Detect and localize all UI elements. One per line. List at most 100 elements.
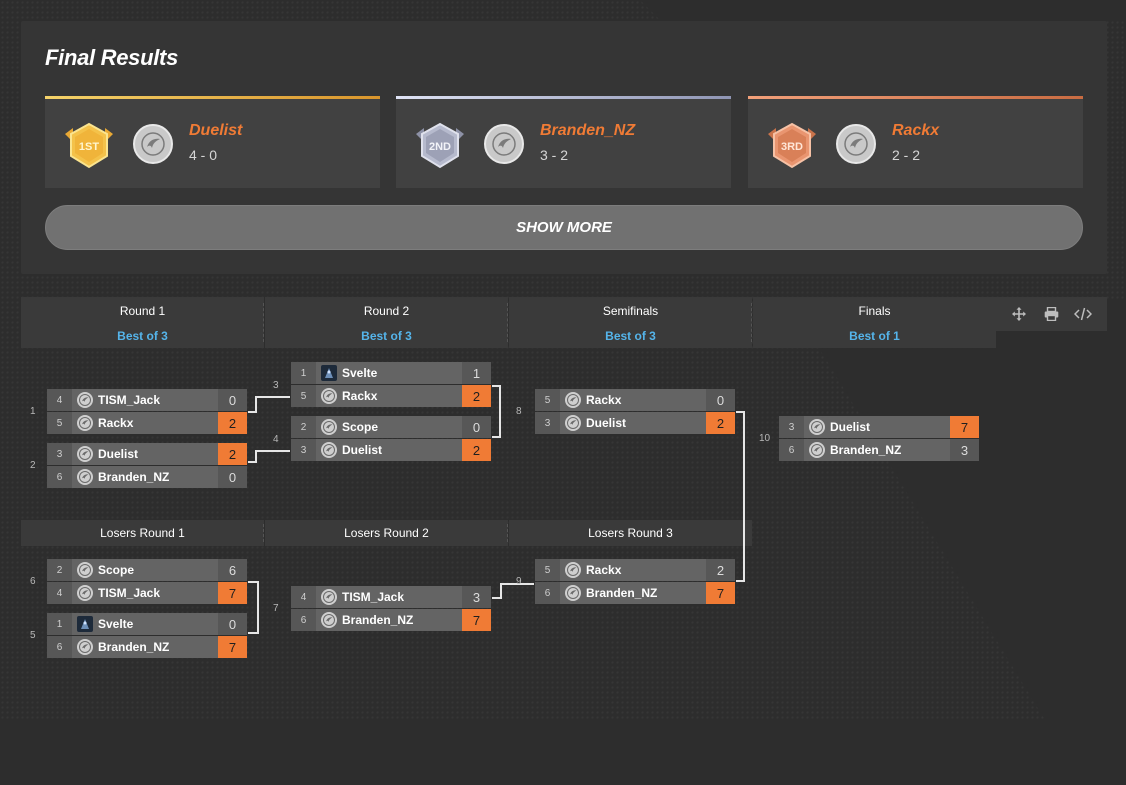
participant-name[interactable]: Svelte <box>98 617 134 631</box>
round-header-semifinals: Semifinals Best of 3 <box>509 297 752 348</box>
match-participant-row[interactable]: 1 Svelte 1 <box>291 362 491 384</box>
print-icon[interactable] <box>1040 303 1062 325</box>
participant-name[interactable]: Duelist <box>830 420 871 434</box>
match-participant-row[interactable]: 3 Duelist 2 <box>47 443 247 465</box>
participant-name[interactable]: Branden_NZ <box>98 470 170 484</box>
bracket-toolbar <box>995 297 1107 331</box>
round-format: Best of 3 <box>605 329 656 343</box>
placement-player-name[interactable]: Duelist <box>189 122 243 139</box>
match-participant-row[interactable]: 5 Rackx 2 <box>47 412 247 434</box>
match-number: 9 <box>516 576 522 587</box>
participant-seed: 2 <box>47 559 72 581</box>
placement-card-third[interactable]: 3RD Rackx 2 - 2 <box>748 96 1083 188</box>
participant-name[interactable]: TISM_Jack <box>98 393 161 407</box>
participant-name[interactable]: Scope <box>342 420 379 434</box>
bracket-connector <box>248 411 256 413</box>
match-participant-row[interactable]: 3 Duelist 2 <box>535 412 735 434</box>
participant-seed: 4 <box>291 586 316 608</box>
match-participant-row[interactable]: 2 Scope 6 <box>47 559 247 581</box>
match-number: 10 <box>759 433 771 444</box>
match-card[interactable]: 1 Svelte 0 6 Branden_NZ 7 <box>47 613 247 659</box>
match-participant-row[interactable]: 5 Rackx 2 <box>291 385 491 407</box>
match-participant-row[interactable]: 1 Svelte 0 <box>47 613 247 635</box>
round-header-1: Round 1 Best of 3 <box>21 297 264 348</box>
match-number: 4 <box>273 434 279 445</box>
team-logo-icon <box>77 585 93 601</box>
participant-name[interactable]: Rackx <box>586 393 622 407</box>
participant-name[interactable]: Branden_NZ <box>830 443 902 457</box>
match-participant-row[interactable]: 6 Branden_NZ 7 <box>47 636 247 658</box>
show-more-button[interactable]: SHOW MORE <box>45 205 1083 250</box>
losers-round-header-3: Losers Round 3 <box>509 520 752 546</box>
placement-player-name[interactable]: Branden_NZ <box>540 122 636 139</box>
participant-score: 7 <box>706 582 735 604</box>
bracket-connector <box>255 450 290 452</box>
placement-card-second[interactable]: 2ND Branden_NZ 3 - 2 <box>396 96 731 188</box>
match-participant-row[interactable]: 6 Branden_NZ 7 <box>535 582 735 604</box>
match-participant-row[interactable]: 5 Rackx 2 <box>535 559 735 581</box>
team-logo-icon <box>565 415 581 431</box>
team-logo-icon <box>321 419 337 435</box>
participant-name[interactable]: Duelist <box>586 416 627 430</box>
match-card[interactable]: 1 Svelte 1 5 Rackx 2 <box>291 362 491 408</box>
team-logo-icon <box>809 442 825 458</box>
team-logo-icon <box>77 415 93 431</box>
participant-seed: 6 <box>535 582 560 604</box>
placement-record: 3 - 2 <box>540 147 569 163</box>
player-avatar <box>484 124 524 164</box>
bracket-connector <box>255 450 257 463</box>
match-participant-row[interactable]: 4 TISM_Jack 7 <box>47 582 247 604</box>
participant-name[interactable]: Duelist <box>98 447 139 461</box>
participant-name[interactable]: Scope <box>98 563 135 577</box>
participant-name[interactable]: Branden_NZ <box>342 613 414 627</box>
participant-score: 2 <box>218 443 247 465</box>
embed-code-icon[interactable] <box>1072 303 1094 325</box>
participant-score: 2 <box>218 412 247 434</box>
match-participant-row[interactable]: 6 Branden_NZ 7 <box>291 609 491 631</box>
move-icon[interactable] <box>1008 303 1030 325</box>
match-card[interactable]: 2 Scope 0 3 Duelist 2 <box>291 416 491 462</box>
participant-name[interactable]: Branden_NZ <box>98 640 170 654</box>
player-avatar <box>836 124 876 164</box>
player-avatar <box>133 124 173 164</box>
participant-name[interactable]: TISM_Jack <box>342 590 405 604</box>
losers-round-header-2: Losers Round 2 <box>265 520 508 546</box>
match-participant-row[interactable]: 3 Duelist 7 <box>779 416 979 438</box>
match-card[interactable]: 4 TISM_Jack 0 5 Rackx 2 <box>47 389 247 435</box>
match-participant-row[interactable]: 2 Scope 0 <box>291 416 491 438</box>
header-divider <box>507 524 508 542</box>
match-participant-row[interactable]: 4 TISM_Jack 3 <box>291 586 491 608</box>
participant-name[interactable]: Duelist <box>342 443 383 457</box>
match-number: 5 <box>30 630 36 641</box>
match-participant-row[interactable]: 6 Branden_NZ 0 <box>47 466 247 488</box>
match-number: 3 <box>273 380 279 391</box>
match-card[interactable]: 5 Rackx 2 6 Branden_NZ 7 <box>535 559 735 605</box>
match-card[interactable]: 2 Scope 6 4 TISM_Jack 7 <box>47 559 247 605</box>
match-participant-row[interactable]: 4 TISM_Jack 0 <box>47 389 247 411</box>
participant-name[interactable]: Rackx <box>586 563 622 577</box>
team-logo-icon <box>77 639 93 655</box>
match-participant-row[interactable]: 5 Rackx 0 <box>535 389 735 411</box>
round-name: Round 2 <box>363 304 410 318</box>
match-card[interactable]: 4 TISM_Jack 3 6 Branden_NZ 7 <box>291 586 491 632</box>
match-card[interactable]: 5 Rackx 0 3 Duelist 2 <box>535 389 735 435</box>
placement-card-first[interactable]: 1ST Duelist 4 - 0 <box>45 96 380 188</box>
match-participant-row[interactable]: 6 Branden_NZ 3 <box>779 439 979 461</box>
participant-name[interactable]: Svelte <box>342 366 378 380</box>
participant-name[interactable]: Rackx <box>98 416 134 430</box>
team-logo-icon <box>77 562 93 578</box>
participant-name[interactable]: Rackx <box>342 389 378 403</box>
participant-name[interactable]: Branden_NZ <box>586 586 658 600</box>
participant-score: 2 <box>462 439 491 461</box>
match-card[interactable]: 3 Duelist 7 6 Branden_NZ 3 <box>779 416 979 462</box>
participant-seed: 6 <box>47 636 72 658</box>
team-logo-icon <box>565 585 581 601</box>
match-participant-row[interactable]: 3 Duelist 2 <box>291 439 491 461</box>
team-logo-icon <box>809 419 825 435</box>
match-card[interactable]: 3 Duelist 2 6 Branden_NZ 0 <box>47 443 247 489</box>
round-name: Losers Round 1 <box>100 526 185 540</box>
participant-name[interactable]: TISM_Jack <box>98 586 161 600</box>
round-name: Finals <box>858 304 891 318</box>
bracket-connector <box>248 581 258 583</box>
placement-player-name[interactable]: Rackx <box>892 122 940 139</box>
